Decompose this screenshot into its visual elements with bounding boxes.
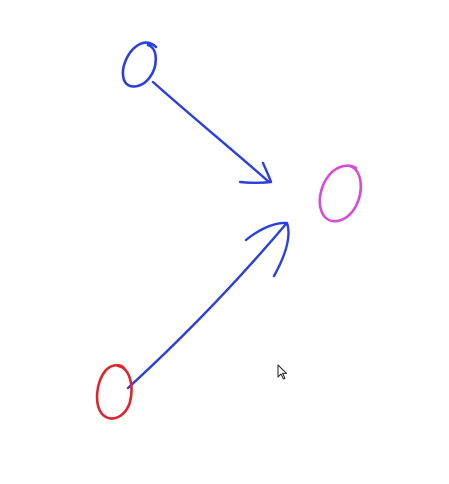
red-circle-shape bbox=[95, 363, 133, 420]
pointer-cursor-icon bbox=[277, 364, 287, 380]
bottom-arrow-head bbox=[244, 221, 290, 278]
top-arrow-shaft bbox=[151, 80, 271, 184]
top-arrow-head bbox=[238, 161, 273, 184]
magenta-circle-shape bbox=[318, 164, 363, 223]
blue-circle-shape bbox=[121, 41, 158, 88]
bottom-arrow-shaft bbox=[126, 222, 288, 390]
